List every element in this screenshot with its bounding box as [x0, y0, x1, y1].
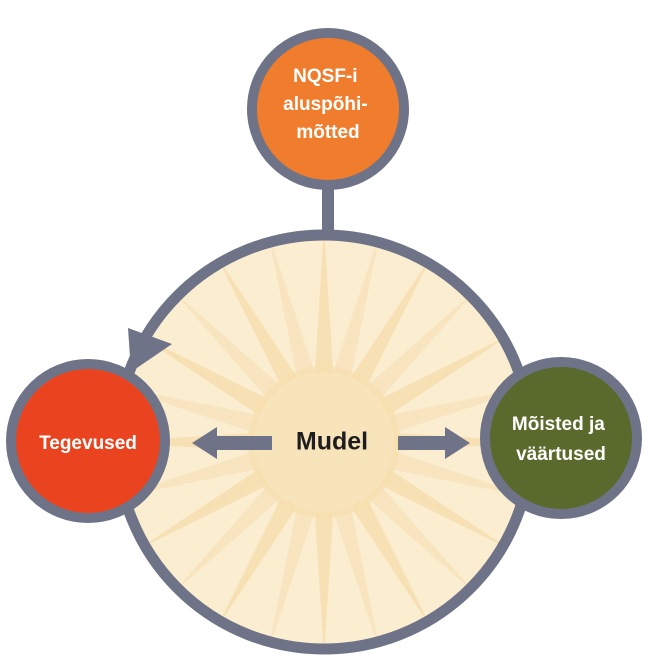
- node-principles-line-1: NQSF-i: [293, 66, 357, 87]
- arrow-to-right: [398, 427, 470, 459]
- starburst-ray: [350, 497, 432, 629]
- starburst-ray: [333, 506, 380, 649]
- node-principles-line-3: mõtted: [296, 122, 359, 143]
- starburst-ray: [366, 289, 477, 400]
- node-activities: Tegevused: [6, 359, 170, 523]
- node-concepts-values-line-1: Mõisted ja: [512, 414, 605, 435]
- node-concepts-values-line-2: väärtused: [516, 444, 606, 465]
- starburst-ray: [314, 511, 334, 649]
- starburst-ray: [268, 506, 315, 649]
- center-starburst: [117, 235, 531, 649]
- starburst-ray: [366, 484, 477, 595]
- node-principles-line-2: aluspõhi-: [283, 94, 367, 115]
- node-activities-label: Tegevused: [39, 433, 137, 454]
- starburst-ray: [268, 235, 315, 378]
- arrow-to-left: [192, 427, 272, 459]
- starburst-ray: [216, 255, 298, 387]
- node-principles-circle: [247, 28, 409, 190]
- starburst-ray: [171, 289, 282, 400]
- starburst-ray: [216, 497, 298, 629]
- starburst-ray: [137, 468, 269, 550]
- node-activities-circle: [6, 359, 170, 523]
- starburst-ray: [314, 235, 334, 373]
- starburst-ray: [137, 334, 269, 416]
- starburst-ray: [350, 255, 432, 387]
- starburst-ray: [171, 484, 282, 595]
- node-principles: NQSF-i aluspõhi- mõtted: [247, 28, 409, 190]
- node-concepts-values-label: Mõisted ja väärtused: [512, 414, 610, 465]
- node-concepts-values-circle: [480, 357, 642, 519]
- starburst-core: [248, 366, 400, 518]
- starburst-ray: [379, 334, 511, 416]
- node-principles-label: NQSF-i aluspõhi- mõtted: [283, 66, 373, 143]
- center-circle: [111, 229, 537, 655]
- node-concepts-values: Mõisted ja väärtused: [480, 357, 642, 519]
- node-activities-line-1: Tegevused: [39, 433, 137, 454]
- center-label: Mudel: [296, 428, 368, 456]
- cycle-arrowhead: [128, 328, 172, 372]
- starburst-ray: [333, 235, 380, 378]
- starburst-ray: [379, 468, 511, 550]
